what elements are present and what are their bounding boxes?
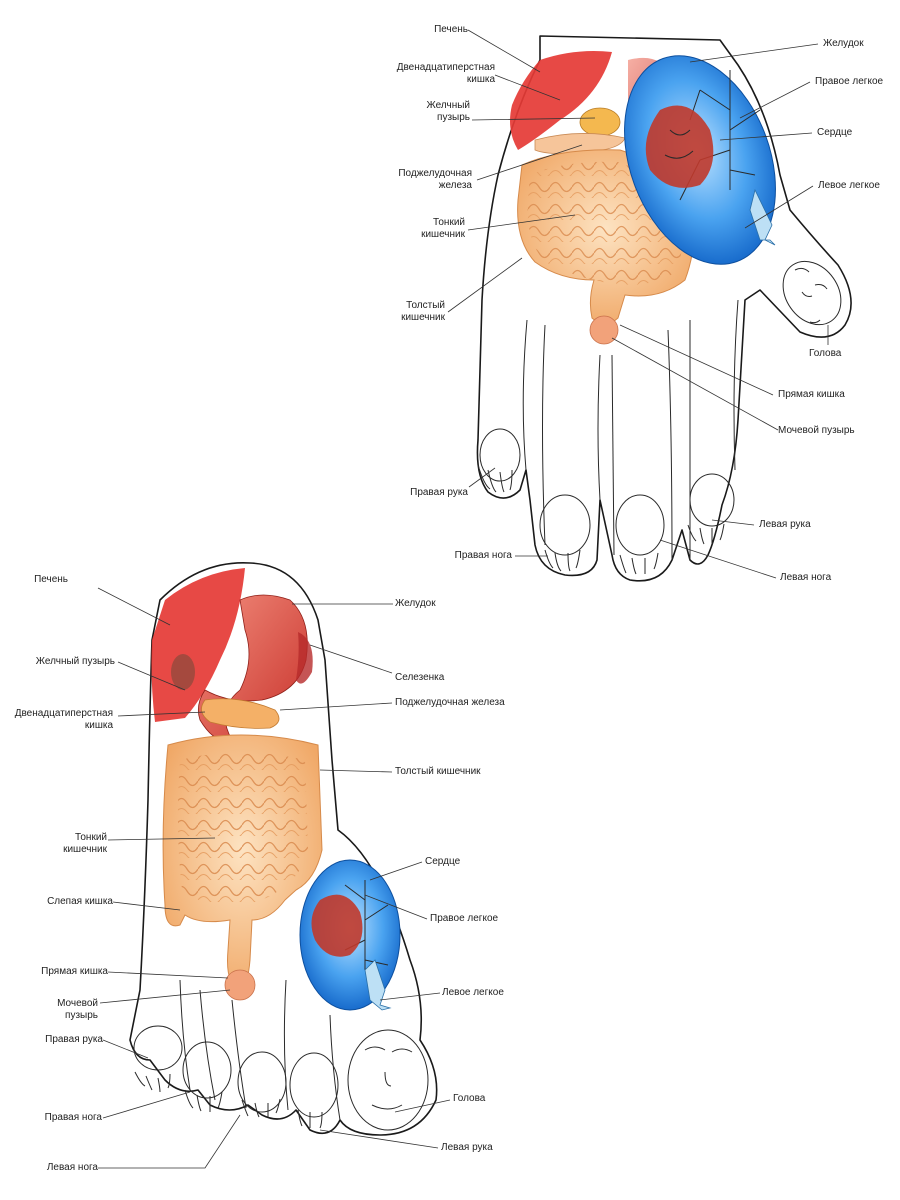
foot-label-right-lung: Правое легкое [430, 913, 499, 924]
foot-label-stomach: Желудок [395, 598, 436, 609]
hand-label-left-lung: Левое легкое [818, 180, 880, 191]
hand-label-right-hand: Правая рука [410, 487, 468, 498]
foot-label-large-intestine: Толстый кишечник [395, 766, 481, 777]
hand-leader-lines [447, 29, 829, 579]
foot-label-rectum: Прямая кишка [41, 966, 108, 977]
foot-label-right-leg: Правая нога [44, 1112, 102, 1123]
hand-label-bladder: Мочевой пузырь [778, 425, 855, 436]
foot-heart [311, 894, 363, 957]
hand-label-pancreas: Поджелудочная железа [398, 168, 472, 191]
foot-pancreas [201, 698, 280, 729]
foot-label-bladder: Мочевой пузырь [57, 998, 98, 1021]
foot-label-left-lung: Левое легкое [442, 987, 504, 998]
foot-spleen [296, 632, 313, 684]
foot-label-head: Голова [453, 1093, 486, 1104]
hand-label-gallbladder: Желчный пузырь [426, 100, 470, 123]
foot-label-small-intestine: Тонкий кишечник [63, 832, 107, 855]
foot-outline [129, 562, 438, 1136]
foot-label-right-hand: Правая рука [45, 1034, 103, 1045]
hand-label-stomach: Желудок [823, 38, 864, 49]
foot-label-pancreas: Поджелудочная железа [395, 697, 505, 708]
foot-label-heart: Сердце [425, 856, 461, 867]
foot-label-gallbladder: Желчный пузырь [35, 656, 115, 667]
hand-label-right-leg: Правая нога [454, 550, 512, 561]
foot-label-left-leg: Левая нога [46, 1162, 98, 1173]
hand-label-rectum: Прямая кишка [778, 389, 845, 400]
foot-figure [129, 562, 438, 1136]
hand-gallbladder [579, 107, 621, 137]
foot-leader-lines [97, 587, 451, 1169]
hand-heart [645, 105, 714, 188]
hand-outline [476, 35, 852, 582]
foot-bladder [224, 969, 256, 1001]
hand-label-heart: Сердце [817, 127, 853, 138]
foot-gallbladder [171, 654, 195, 690]
hand-label-small-intestine: Тонкий кишечник [421, 217, 465, 240]
hand-label-large-intestine: Толстый кишечник [401, 300, 445, 323]
hand-figure [476, 35, 852, 582]
foot-label-liver: Печень [34, 574, 68, 585]
hand-label-liver: Печень [434, 24, 468, 35]
foot-label-spleen: Селезенка [395, 672, 445, 683]
foot-label-cecum: Слепая кишка [47, 896, 113, 907]
hand-label-duodenum: Двенадцатиперстная кишка [396, 62, 495, 85]
hand-label-left-leg: Левая нога [780, 572, 832, 583]
hand-label-right-lung: Правое легкое [815, 76, 884, 87]
hand-pancreas [534, 133, 626, 154]
hand-label-head: Голова [809, 348, 842, 359]
hand-label-left-hand: Левая рука [759, 519, 811, 530]
hand-bladder [589, 315, 619, 345]
foot-label-duodenum: Двенадцатиперстная кишка [14, 708, 113, 731]
foot-label-left-hand: Левая рука [441, 1142, 493, 1153]
hand-liver [510, 51, 612, 150]
